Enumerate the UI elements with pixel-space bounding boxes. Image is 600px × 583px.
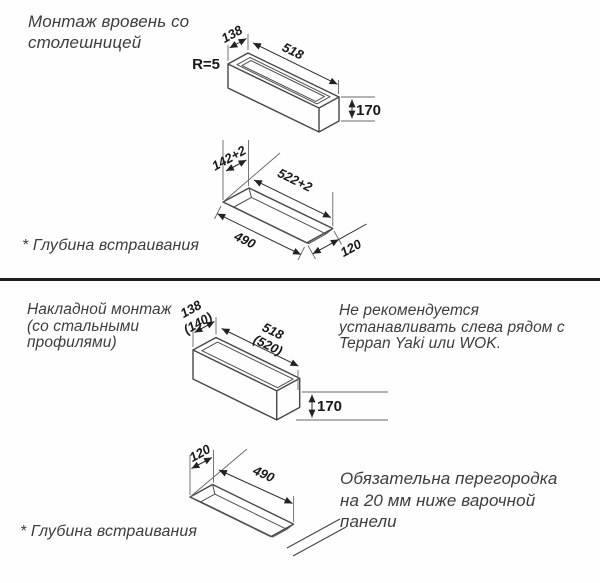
dim-surface-cutout-width: 120 <box>187 441 214 465</box>
partition-note: Обязательна перегородка на 20 мм ниже ва… <box>340 469 558 531</box>
surface-mount-footnote: * Глубина встраивания <box>20 523 198 540</box>
dim-flush-box-height: 170 <box>356 102 381 119</box>
dim-surface-box-height: 170 <box>317 398 342 415</box>
dim-flush-box-width: 138 <box>219 22 246 46</box>
flush-mount-box-diagram: 138 518 R=5 170 <box>192 22 381 133</box>
placement-warning-note: Не рекомендуется устанавливать слева ряд… <box>339 302 565 352</box>
partition-indicator-lines <box>286 518 347 557</box>
dim-flush-cutout-outer-width: 120 <box>338 236 365 260</box>
dim-flush-box-length: 518 <box>280 39 307 62</box>
section-divider <box>0 278 600 281</box>
flush-mount-footnote: * Глубина встраивания <box>22 237 200 254</box>
surface-mount-box-diagram: 138 (140) 518 (520) 170 <box>178 297 388 421</box>
flush-mount-cutout-diagram: 142+2 522+2 490 120 <box>209 140 367 261</box>
dim-flush-box-radius: R=5 <box>192 56 220 73</box>
surface-mount-title: Накладной монтаж (со стальными профилями… <box>27 301 172 351</box>
flush-mount-title: Монтаж вровень со столешницей <box>28 12 190 52</box>
surface-mount-cutout-diagram: 120 490 <box>187 441 295 538</box>
dim-surface-cutout-length: 490 <box>250 462 278 485</box>
dim-flush-cutout-length: 522+2 <box>275 165 315 195</box>
